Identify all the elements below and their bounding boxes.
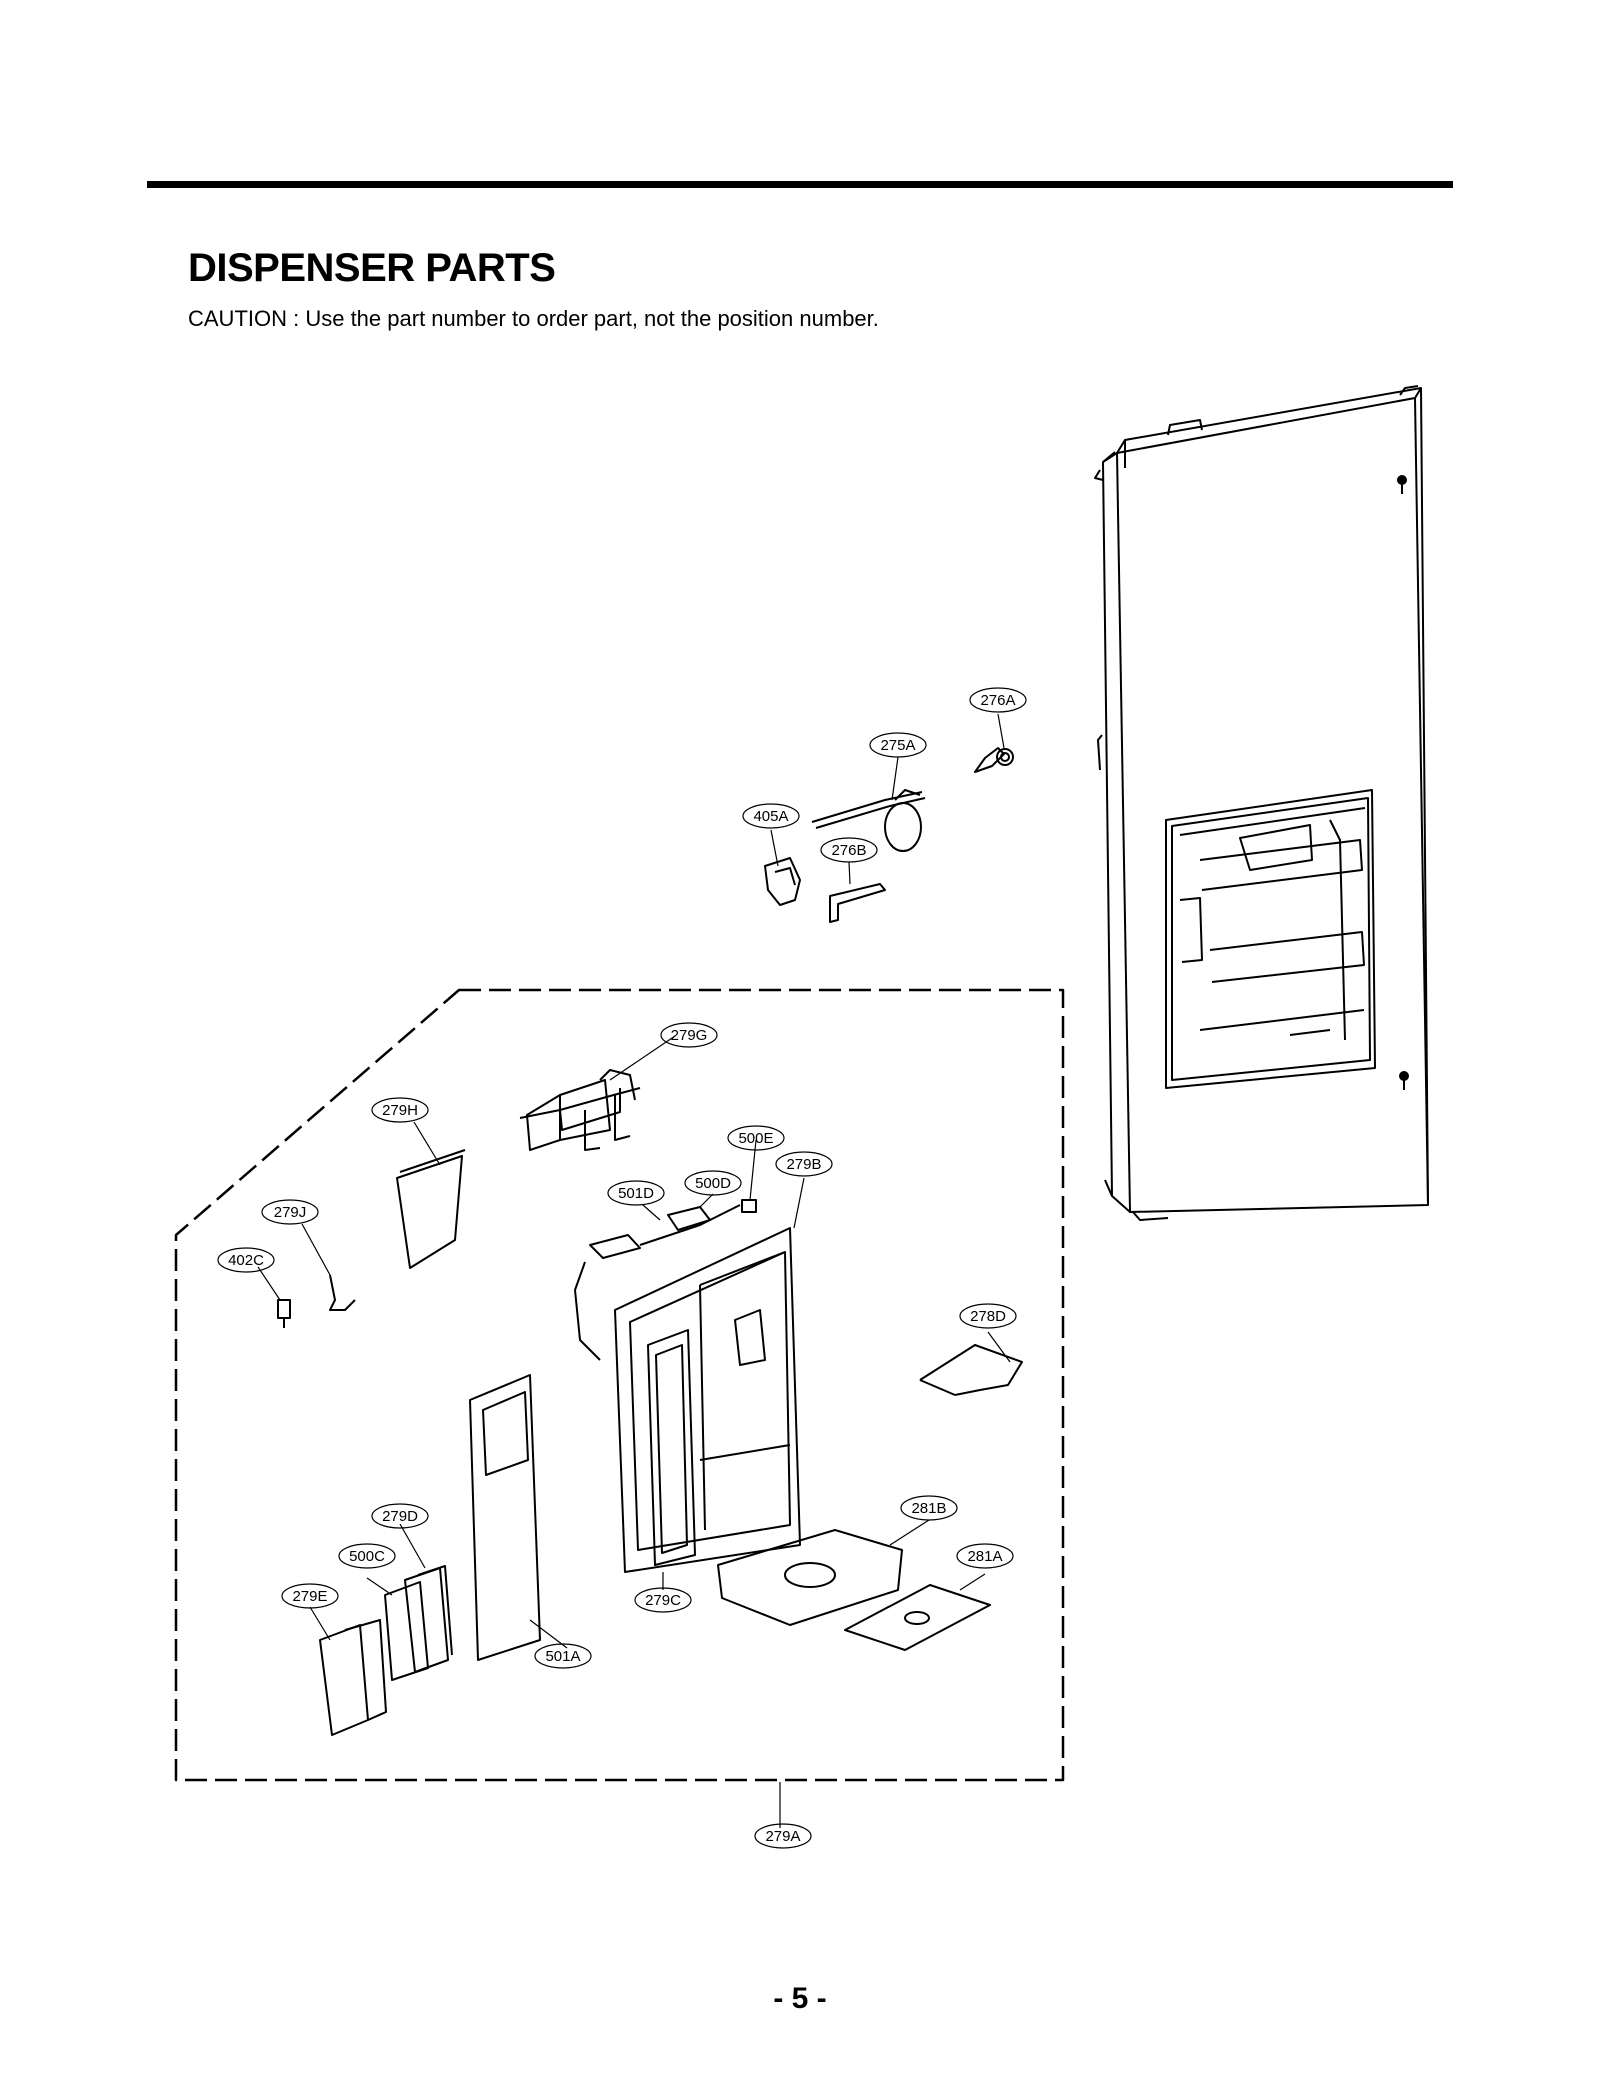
callout-501d: 501D: [618, 1185, 654, 1202]
duct-278d: [919, 1344, 1023, 1396]
wire-harness: [574, 1204, 741, 1361]
callout-279e: 279E: [292, 1588, 327, 1605]
frame-279c: [647, 1329, 696, 1566]
callout-279b: 279B: [786, 1156, 821, 1173]
control-panel-501a: [469, 1374, 541, 1661]
callout-501a: 501A: [545, 1648, 580, 1665]
callout-276b: 276B: [831, 842, 866, 859]
callout-500e: 500E: [738, 1130, 773, 1147]
pcb-500d: [667, 1206, 711, 1231]
callout-279j: 279J: [274, 1204, 307, 1221]
dispenser-housing-279b: [614, 1227, 801, 1573]
callout-279g: 279G: [671, 1027, 708, 1044]
callout-281b: 281B: [911, 1500, 946, 1517]
water-tube-part: [519, 1069, 641, 1151]
callout-405a: 405A: [753, 808, 788, 825]
callout-276a: 276A: [980, 692, 1015, 709]
callout-279a: 279A: [765, 1828, 800, 1845]
assembly-boundary: [174, 988, 1065, 1782]
callout-279c: 279C: [645, 1592, 681, 1609]
refrigerator-door: [1094, 385, 1429, 1221]
connector-500e: [741, 1199, 757, 1213]
leader-lines: [257, 713, 1011, 1828]
switch-part-279j: [329, 1274, 356, 1311]
spring-part: [974, 747, 1014, 773]
caution-note: CAUTION : Use the part number to order p…: [188, 306, 879, 331]
motor-part: [764, 857, 801, 906]
tray-grille-281a: [844, 1584, 991, 1651]
lever-part: [811, 789, 926, 852]
top-rule: [147, 181, 1453, 188]
micro-switch-402c: [277, 1299, 291, 1328]
cover-part-279h: [396, 1149, 466, 1269]
switch-board-500c: [384, 1581, 429, 1681]
callout-279d: 279D: [382, 1508, 418, 1525]
callout-281a: 281A: [967, 1548, 1002, 1565]
page-number: - 5 -: [773, 1982, 827, 2015]
callout-275a: 275A: [880, 737, 915, 754]
actuator-279d: [404, 1565, 453, 1673]
bracket-279g: [526, 1079, 611, 1151]
drip-tray-281b: [717, 1529, 903, 1626]
pcb-501d: [589, 1234, 641, 1259]
callout-278d: 278D: [970, 1308, 1006, 1325]
page-title: DISPENSER PARTS: [188, 246, 556, 290]
bracket-part: [829, 883, 886, 923]
callout-ovals: [217, 687, 1027, 1849]
callout-279h: 279H: [382, 1102, 418, 1119]
dispenser-cover-279e: [319, 1619, 387, 1736]
callout-402c: 402C: [228, 1252, 264, 1269]
callout-500d: 500D: [695, 1175, 731, 1192]
callout-500c: 500C: [349, 1548, 385, 1565]
